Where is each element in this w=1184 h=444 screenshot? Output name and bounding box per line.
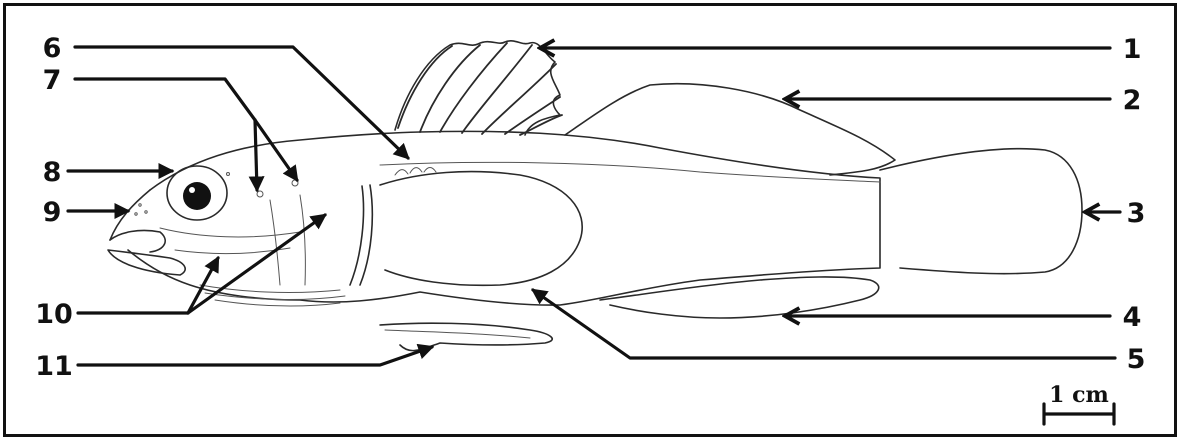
fish-illustration [108, 41, 1082, 351]
leader-5 [533, 290, 1115, 358]
pelvic-fin [380, 323, 552, 350]
label-11: 11 [35, 351, 73, 382]
label-10: 10 [35, 299, 73, 330]
caudal-fin [880, 149, 1082, 274]
gill-cover [200, 185, 372, 306]
leader-lines [68, 47, 1120, 365]
first-dorsal-fin [395, 41, 562, 135]
scale-bar: 1 cm [1044, 382, 1114, 424]
anal-fin [600, 277, 879, 318]
leader-7a [75, 79, 255, 120]
leader-7b [255, 120, 257, 190]
label-1: 1 [1123, 34, 1142, 65]
leader-7c [255, 120, 297, 180]
scale-bar-label: 1 cm [1049, 382, 1109, 408]
label-8: 8 [43, 157, 62, 188]
label-3: 3 [1127, 198, 1146, 229]
fish-head [108, 166, 436, 285]
label-5: 5 [1127, 344, 1146, 375]
label-9: 9 [43, 197, 62, 228]
label-7: 7 [43, 65, 62, 96]
label-2: 2 [1123, 85, 1142, 116]
pupil [183, 182, 211, 210]
pectoral-fin [380, 172, 582, 286]
leader-11 [78, 347, 432, 365]
label-4: 4 [1123, 302, 1142, 333]
label-6: 6 [43, 33, 62, 64]
